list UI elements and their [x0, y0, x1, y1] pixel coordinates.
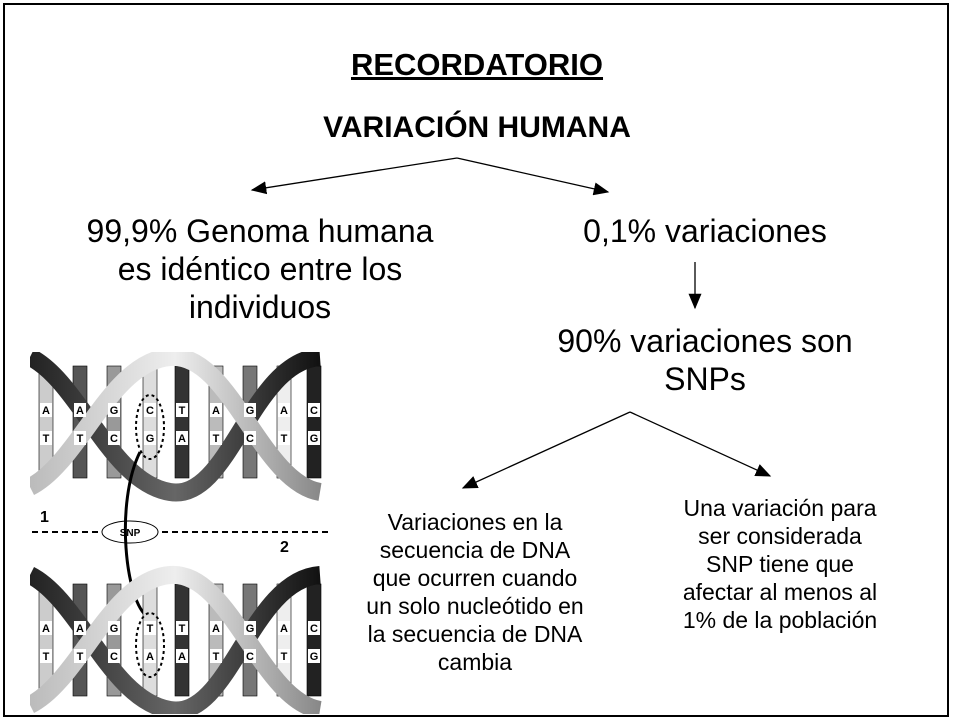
- top-base-lower: G: [310, 433, 319, 445]
- arrow-to-definition: [461, 411, 631, 489]
- bottom-base-lower: A: [178, 651, 186, 663]
- top-base-upper: G: [110, 405, 119, 417]
- bottom-base-lower: C: [246, 651, 254, 663]
- slide-frame: [3, 3, 949, 717]
- bottom-base-upper: G: [246, 623, 255, 635]
- top-base-upper: A: [42, 405, 50, 417]
- bottom-base-upper: C: [310, 623, 318, 635]
- top-base-lower: G: [146, 433, 155, 445]
- top-base-lower: A: [178, 433, 186, 445]
- arrow-to-variation: [456, 157, 610, 196]
- top-base-lower: T: [77, 433, 84, 445]
- top-rung: [142, 365, 158, 479]
- dna-strand-bottom: A T A T G C T A T A A T G C A T C G: [30, 565, 323, 714]
- top-base-lower: C: [110, 433, 118, 445]
- bottom-base-upper: T: [147, 623, 154, 635]
- top-base-upper: A: [212, 405, 220, 417]
- top-base-lower: T: [281, 433, 288, 445]
- bottom-base-upper: A: [42, 623, 50, 635]
- variation-text: 0,1% variaciones: [583, 213, 827, 249]
- dna-helix-illustration: A T A T G C C G T A A T G C A T C G 1 2 SNP A T A T G C T A T A A T G…: [30, 352, 330, 714]
- top-base-upper: G: [246, 405, 255, 417]
- bottom-base-upper: A: [76, 623, 84, 635]
- strand-2-label: 2: [280, 539, 289, 556]
- bottom-base-upper: A: [212, 623, 220, 635]
- arrow-to-identical: [250, 157, 458, 195]
- bottom-base-lower: T: [77, 651, 84, 663]
- bottom-base-lower: G: [310, 651, 319, 663]
- bottom-base-upper: G: [110, 623, 119, 635]
- strand-1-label: 1: [40, 509, 49, 526]
- identical-genome-text: 99,9% Genoma humana es idéntico entre lo…: [86, 213, 434, 325]
- bottom-rung: [142, 583, 158, 697]
- slide-title: RECORDATORIO: [350, 47, 604, 82]
- bottom-base-lower: T: [281, 651, 288, 663]
- snp-highlight-top: [135, 394, 165, 460]
- dna-strand-top: A T A T G C C G T A A T G C A T C G: [30, 352, 323, 502]
- snp-definition-text: Variaciones en la secuencia de DNA que o…: [366, 509, 584, 675]
- snp-share-text: 90% variaciones son SNPs: [557, 323, 853, 397]
- top-base-lower: T: [43, 433, 50, 445]
- top-base-lower: T: [213, 433, 220, 445]
- bottom-base-upper: T: [179, 623, 186, 635]
- top-rung: [174, 365, 190, 479]
- snp-highlight-bottom: [135, 612, 165, 678]
- top-base-upper: C: [310, 405, 318, 417]
- bottom-base-lower: C: [110, 651, 118, 663]
- top-base-upper: C: [146, 405, 154, 417]
- bottom-rung: [174, 583, 190, 697]
- top-rung: [306, 365, 322, 479]
- bottom-base-lower: T: [213, 651, 220, 663]
- top-base-upper: A: [76, 405, 84, 417]
- bottom-base-lower: T: [43, 651, 50, 663]
- top-base-lower: C: [246, 433, 254, 445]
- snp-connector-curve: [123, 451, 149, 619]
- top-base-upper: A: [280, 405, 288, 417]
- snp-threshold-text: Una variación para ser considerada SNP t…: [682, 495, 878, 633]
- bottom-rung: [306, 583, 322, 697]
- bottom-base-upper: A: [280, 623, 288, 635]
- top-base-upper: T: [179, 405, 186, 417]
- bottom-base-lower: A: [146, 651, 154, 663]
- slide-subtitle: VARIACIÓN HUMANA: [323, 111, 631, 144]
- snp-label: SNP: [120, 528, 141, 539]
- arrow-to-threshold: [629, 411, 772, 477]
